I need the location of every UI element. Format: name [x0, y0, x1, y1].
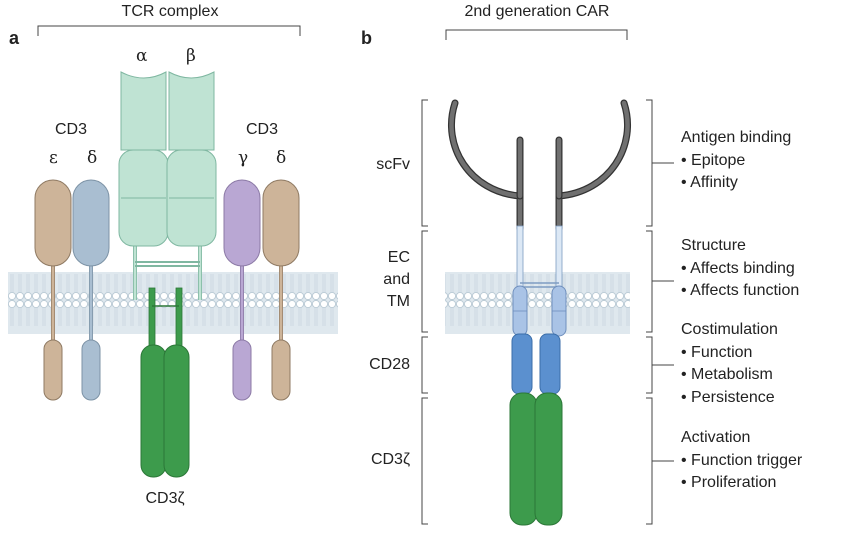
beta-label: β [186, 46, 196, 66]
annotation-heading: Costimulation [681, 321, 778, 338]
annotation-bullet: • Persistence [681, 388, 775, 406]
ec-label: EC [387, 249, 410, 266]
cd3-right-label: CD3 [246, 121, 279, 138]
car-cd3-zeta-domain [509, 392, 563, 526]
tcr-membrane [8, 272, 338, 334]
car-bracket [445, 29, 628, 40]
antigen-binding-annotation: Antigen binding • Epitope • Affinity [681, 127, 791, 195]
gamma-label: γ [238, 148, 249, 168]
activation-annotation: Activation • Function trigger • Prolifer… [681, 427, 802, 495]
cd3-zeta-homodimer [140, 287, 190, 478]
cd3-zeta-label: CD3ζ [145, 490, 185, 507]
scfv-label: scFv [376, 156, 410, 173]
delta-right-label: δ [276, 148, 287, 168]
cd3-zeta-car-label: CD3ζ [370, 451, 410, 468]
panel-a-letter: a [9, 28, 20, 48]
annotation-heading: Antigen binding [681, 129, 792, 146]
panel-b-letter: b [361, 28, 372, 48]
annotation-bullet: • Affects function [681, 282, 800, 299]
alpha-label: α [136, 46, 148, 66]
annotation-bullet: • Affinity [681, 174, 738, 191]
cd3-left-label: CD3 [55, 121, 88, 138]
annotation-bullet: • Affects binding [681, 259, 795, 277]
cd3-gamma-chain [223, 179, 261, 401]
domain-brackets-left [421, 99, 428, 525]
annotation-bullet: • Function trigger [681, 451, 803, 469]
annotation-heading: Activation [681, 429, 751, 446]
tcr-complex-title: TCR complex [121, 3, 219, 20]
and-label: and [383, 271, 410, 288]
annotation-bullet: • Epitope [681, 151, 746, 169]
domain-brackets-right [646, 99, 674, 525]
car-scfv [448, 99, 631, 232]
car-title: 2nd generation CAR [464, 3, 610, 20]
cd3-epsilon-chain [34, 179, 72, 401]
cd28-label: CD28 [369, 356, 410, 373]
tcr-complex-bracket [37, 25, 301, 36]
annotation-bullet: • Function [681, 343, 753, 361]
delta-left-label: δ [87, 148, 98, 168]
costimulation-annotation: Costimulation • Function • Metabolism • … [681, 319, 778, 409]
tm-label: TM [386, 293, 410, 310]
tcr-alpha-beta-heterodimer [118, 71, 217, 300]
cd3-delta-left-chain [72, 179, 110, 401]
car-membrane [445, 272, 630, 334]
epsilon-label: ε [49, 148, 58, 168]
cd3-delta-right-chain [262, 179, 300, 401]
annotation-heading: Structure [681, 237, 746, 254]
annotation-bullet: • Metabolism [681, 366, 773, 383]
car-hinge-tm [512, 225, 567, 337]
annotation-bullet: • Proliferation [681, 474, 777, 491]
car-cd28-domain [511, 333, 561, 395]
structure-annotation: Structure • Affects binding • Affects fu… [681, 235, 799, 303]
